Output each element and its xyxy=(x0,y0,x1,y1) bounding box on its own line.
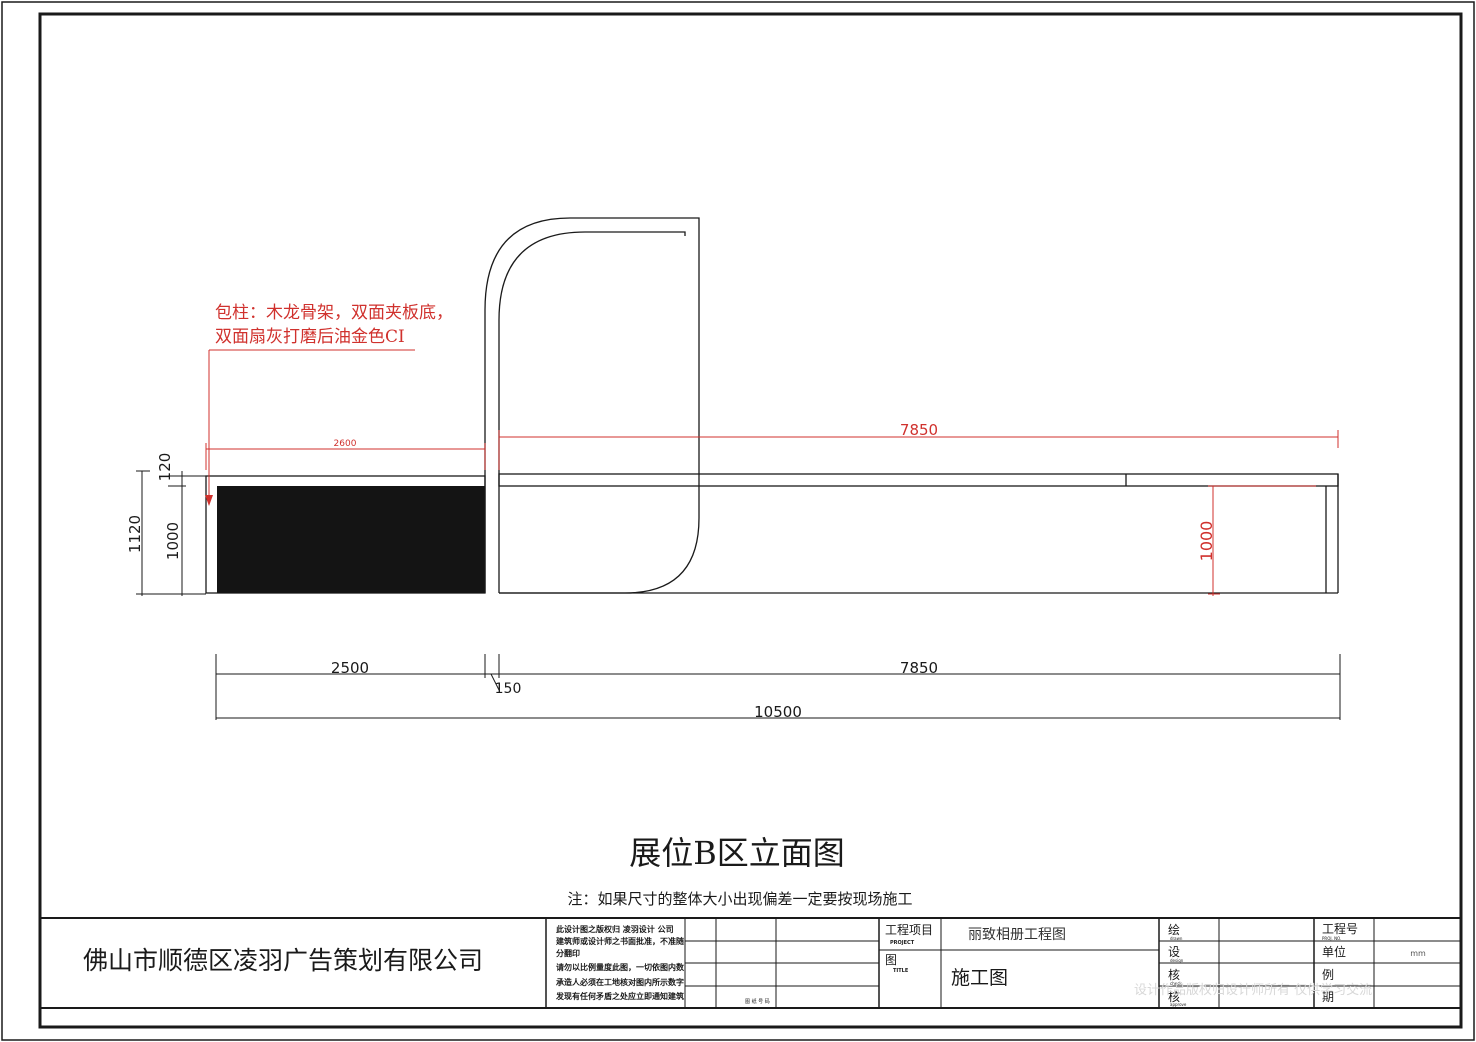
drawn-label: 绘 xyxy=(1168,922,1180,937)
dim-2600-label: 2600 xyxy=(334,439,357,449)
unit-label: 单位 xyxy=(1322,944,1346,959)
dim-1000-left-label: 1000 xyxy=(164,522,182,560)
right-counter-top xyxy=(498,473,1339,487)
project-label-en: PROJECT xyxy=(890,940,915,946)
right-dimension xyxy=(1208,485,1316,596)
annotation-line-2: 双面扇灰打磨后油金色CI xyxy=(215,327,405,347)
drawing-label-en: TITLE xyxy=(893,968,909,974)
drawing-note: 注：如果尺寸的整体大小出现偏差一定要按现场施工 xyxy=(567,890,912,908)
notice-line-1: 此设计图之版权归 凌羽设计 公司 xyxy=(556,924,674,934)
notice-line-6: 发现有任何矛盾之处应立即通知建筑 xyxy=(555,991,684,1001)
drawn-label-en: drawn xyxy=(1170,936,1183,941)
project-label: 工程项目 xyxy=(885,922,933,937)
dim-1000-right-label: 1000 xyxy=(1197,521,1216,562)
dim-150-leader xyxy=(490,673,500,691)
date-label: 期 xyxy=(1322,990,1334,1004)
dim-7850-top-label: 7850 xyxy=(900,421,938,439)
notice-line-2: 建筑师或设计师之书面批准，不准随 xyxy=(555,936,684,946)
scale-label: 例 xyxy=(1322,968,1334,982)
unit-value: mm xyxy=(1410,949,1426,958)
design-label-en: design xyxy=(1170,958,1184,963)
drawing-label: 图 xyxy=(885,953,897,967)
design-label: 设 xyxy=(1168,945,1180,959)
left-counter-panel xyxy=(217,486,485,593)
top-dimensions: 2600 7850 xyxy=(205,421,1339,470)
curved-header-inner xyxy=(498,231,686,321)
left-dimensions xyxy=(136,470,206,596)
stamp-label: 图 纸 号 码 xyxy=(745,998,770,1005)
drawing-title: 展位B区立面图 xyxy=(629,834,845,872)
notice-line-5: 承造人必须在工地核对图内所示数字 xyxy=(556,977,684,987)
approve-label: 核 xyxy=(1168,990,1180,1004)
title-block xyxy=(40,917,1461,1009)
proj-no-label: 工程号 xyxy=(1322,921,1358,936)
project-value: 丽致相册工程图 xyxy=(968,927,1066,943)
company-name: 佛山市顺德区凌羽广告策划有限公司 xyxy=(83,946,483,975)
notice-line-3: 分翻印 xyxy=(556,948,580,958)
copyright-notice: 此设计图之版权归 凌羽设计 公司 建筑师或设计师之书面批准，不准随 分翻印 请勿… xyxy=(555,924,685,1001)
dim-1120-label: 1120 xyxy=(126,515,144,553)
check-label: 核 xyxy=(1168,968,1180,982)
dim-120-label: 120 xyxy=(156,453,174,482)
watermark: 设计作品版权归设计师所有 仅供学习交流 xyxy=(1134,982,1372,998)
inner-border xyxy=(38,12,1463,1029)
notice-line-4: 请勿以比例量度此图，一切依图内数 xyxy=(556,962,685,972)
dim-10500-label: 10500 xyxy=(754,703,802,721)
annotation-line-1: 包柱：木龙骨架，双面夹板底， xyxy=(215,303,453,323)
bottom-dimensions xyxy=(215,654,1341,720)
elevation-drawing xyxy=(205,217,1339,594)
proj-no-label-en: PROJ. NO. xyxy=(1322,936,1341,941)
dim-7850-bottom-label: 7850 xyxy=(900,659,938,677)
check-label-en: check xyxy=(1170,981,1182,986)
drawing-value: 施工图 xyxy=(951,967,1008,989)
annotation-arrow xyxy=(205,495,213,506)
dim-150-label: 150 xyxy=(495,681,522,697)
approve-label-en: approve xyxy=(1170,1002,1187,1007)
curved-header-outer xyxy=(484,217,700,594)
material-annotation: 包柱：木龙骨架，双面夹板底， 双面扇灰打磨后油金色CI xyxy=(205,303,453,506)
dim-2500-label: 2500 xyxy=(331,659,369,677)
